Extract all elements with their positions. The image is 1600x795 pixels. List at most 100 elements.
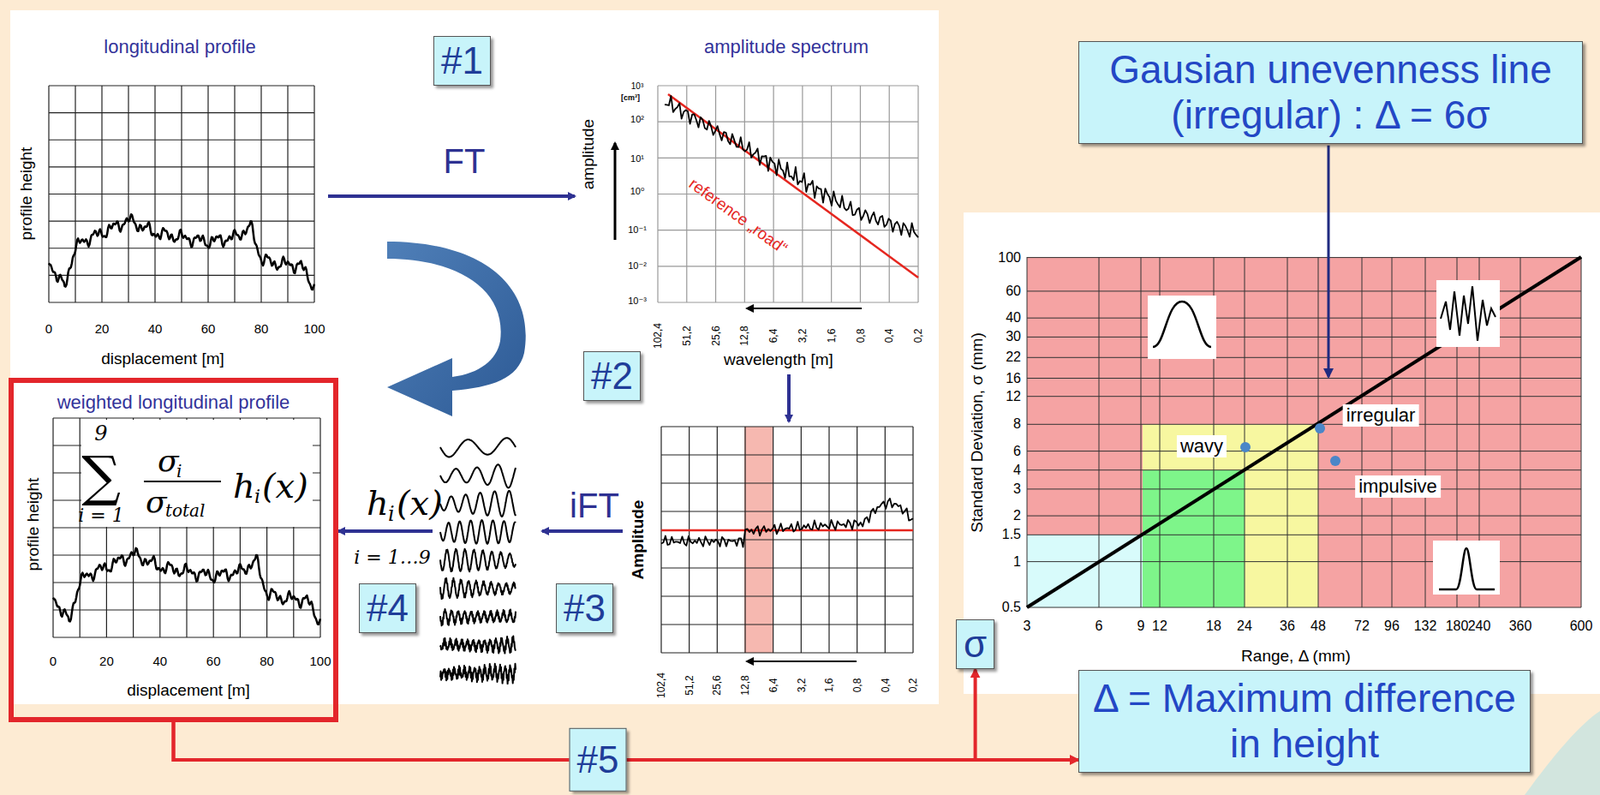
tick-label: 51,2 [684, 674, 695, 695]
tick-label: 51,2 [681, 325, 693, 346]
profile-curve [48, 214, 315, 290]
point-label: irregular [1343, 404, 1420, 427]
grid-line [48, 247, 315, 249]
grid-line [1026, 423, 1582, 425]
component-wave [440, 636, 516, 654]
grid-line [1361, 256, 1363, 608]
data-point [1314, 423, 1326, 434]
point-label: impulsive [1355, 475, 1441, 498]
irregular-icon [1440, 286, 1496, 341]
node-text: σ [963, 623, 987, 665]
transform-label: FT [443, 143, 486, 179]
tick-label: 6 [1013, 444, 1021, 459]
gauss-line [1026, 256, 1582, 608]
tick-label: 0,2 [907, 678, 919, 693]
axis-title: Range, Δ (mm) [1241, 647, 1351, 664]
tick-label: 100 [997, 250, 1021, 265]
axis-title: displacement [m] [126, 681, 251, 699]
axis-arrow [746, 307, 862, 310]
tick-label: 0,4 [883, 328, 895, 344]
tick-label: 60 [201, 322, 216, 335]
tick-label: 6,4 [768, 678, 779, 693]
component-wave [440, 578, 516, 599]
tick-label: 12,8 [740, 674, 751, 695]
grid-line [1026, 357, 1582, 359]
tick-label: 16 [1005, 371, 1021, 386]
tick-label: 1.5 [1002, 527, 1021, 542]
formula-range: i = 1…9 [353, 548, 430, 568]
grid-line [48, 274, 315, 276]
right-panel [963, 212, 1600, 694]
tick-label: 10² [630, 114, 645, 125]
tick-label: 25,6 [710, 325, 722, 346]
wavy-icon [1152, 301, 1212, 347]
tick-label: 72 [1354, 619, 1370, 633]
tick-label: 3,2 [797, 328, 808, 344]
grid-line [657, 157, 919, 159]
grid-line [1140, 256, 1142, 608]
tick-label: 40 [152, 654, 168, 668]
transform-label: iFT [569, 488, 620, 523]
component-wave [440, 608, 516, 626]
tick-label: 102,4 [652, 322, 663, 349]
grid-line [657, 229, 919, 231]
callout-number: #2 [583, 351, 641, 401]
grid-line [53, 417, 321, 418]
axis-title: profile height [17, 147, 35, 241]
icon-ground [1436, 280, 1500, 347]
corner-swoosh [1524, 710, 1600, 795]
tick-label: 25,6 [711, 674, 723, 695]
reference-label: reference „road“ [686, 174, 790, 257]
point-label: wavy [1176, 435, 1227, 458]
tick-label: 240 [1468, 619, 1492, 633]
tick-label: 360 [1509, 619, 1533, 633]
tick-label: 80 [259, 654, 275, 668]
tick-label: 0,8 [855, 328, 866, 344]
grid-line [48, 301, 315, 303]
left-panel [10, 10, 939, 705]
node-text: Δ = Maximum difference in height [1089, 675, 1520, 767]
grid-line [53, 554, 321, 556]
tick-label: 22 [1005, 350, 1021, 365]
formula-index: 9 [94, 423, 108, 444]
grid-line [53, 526, 321, 528]
tick-label: 80 [254, 322, 269, 335]
tick-label: 48 [1310, 619, 1326, 633]
grid-line [661, 595, 914, 597]
tick-label: 10¹ [630, 154, 645, 164]
reference-line [668, 94, 919, 278]
tick-label: 6,4 [768, 328, 779, 344]
tick-label: 18 [1205, 619, 1222, 633]
grid-line [1026, 256, 1028, 608]
grid-line [661, 623, 914, 625]
symbol-box: σ [955, 619, 995, 669]
grid-line [1026, 395, 1582, 397]
grid-line [53, 636, 321, 638]
zone-red [1026, 256, 1582, 608]
callout-number: #3 [555, 583, 614, 633]
tick-label: 132 [1414, 619, 1438, 633]
grid-line [1026, 515, 1582, 517]
tick-label: 3 [1023, 619, 1032, 633]
flow-arrow [328, 194, 575, 198]
tick-label: 180 [1445, 619, 1469, 633]
tick-label: 36 [1279, 619, 1296, 633]
tick-label: 12 [1005, 389, 1021, 404]
tick-label: 24 [1236, 619, 1253, 633]
tick-label: 600 [1570, 619, 1594, 633]
axis-title: Amplitude [629, 500, 646, 580]
tick-label: 6 [1095, 619, 1104, 633]
component-wave [440, 549, 516, 573]
formula-index: total [165, 501, 205, 520]
axis-arrow [614, 143, 617, 240]
grid-line [661, 567, 914, 568]
result-box: weighted longitudinal profile [8, 377, 339, 723]
tick-label: 0,4 [880, 678, 891, 693]
spectrum-curve [664, 95, 919, 238]
grid-line [53, 581, 321, 583]
axis-title: Standard Deviation, σ (mm) [968, 332, 986, 532]
tick-label: 20 [95, 322, 110, 335]
flow-arrow [542, 529, 623, 533]
curved-arrow [387, 241, 526, 417]
